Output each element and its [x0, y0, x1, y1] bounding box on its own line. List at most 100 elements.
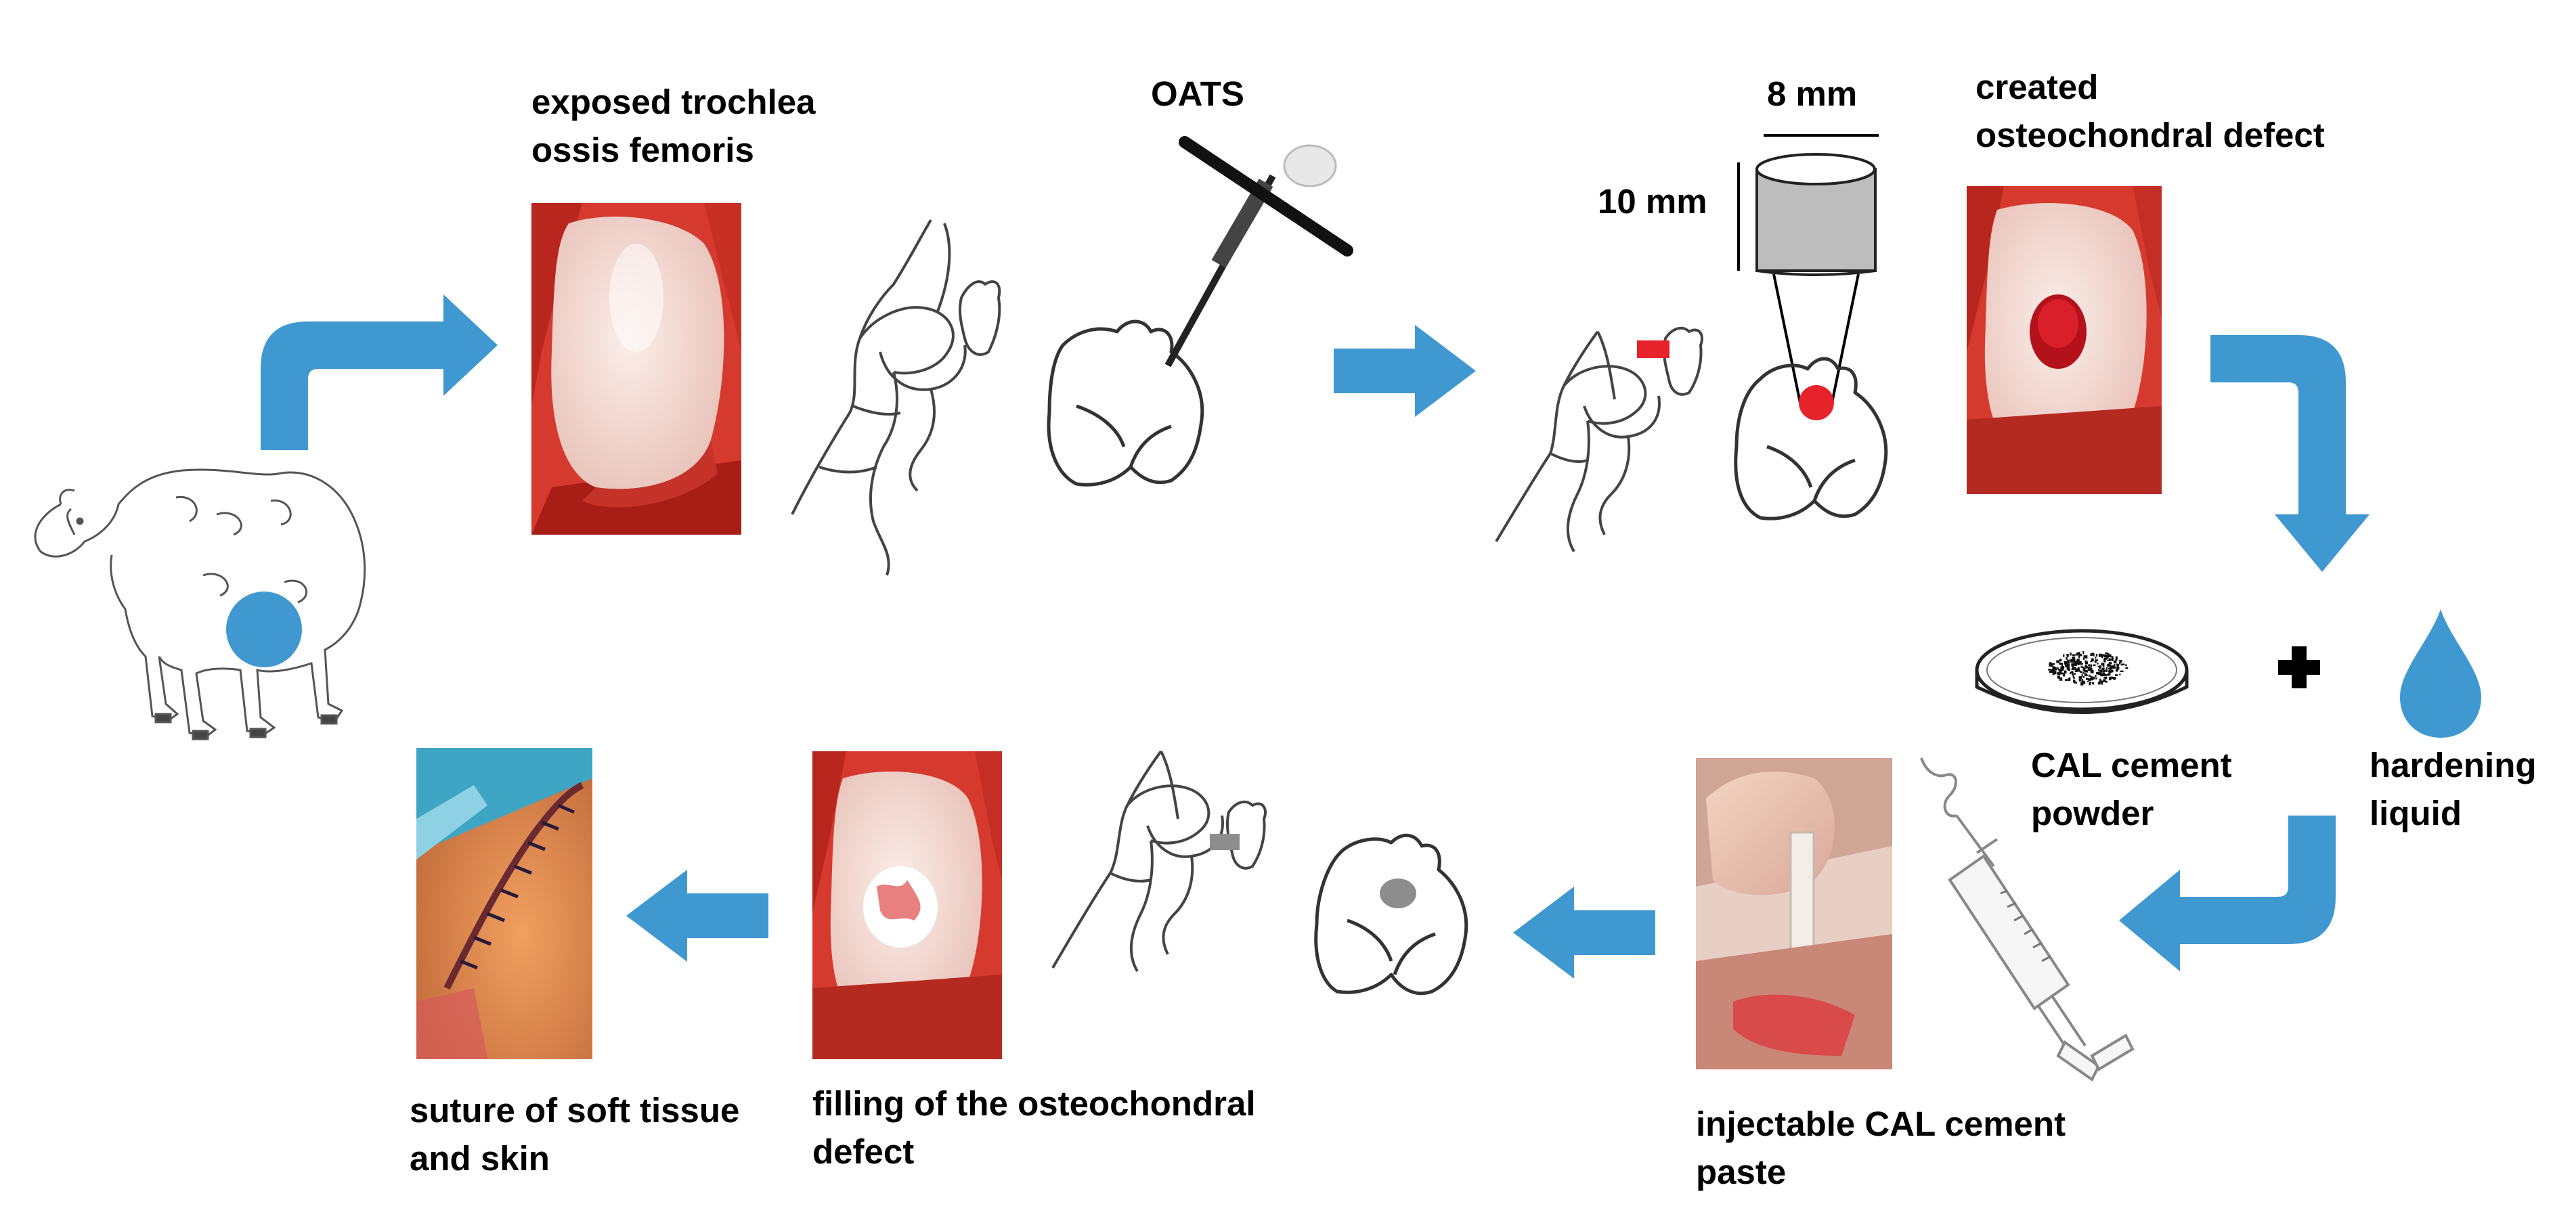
powder-grain	[2084, 655, 2088, 659]
powder-grain	[2098, 682, 2101, 685]
powder-grain	[2090, 669, 2094, 673]
powder-grain	[2049, 665, 2053, 667]
powder-grain	[2089, 666, 2091, 669]
label-oats: OATS	[1151, 74, 1244, 113]
powder-grain	[2101, 667, 2105, 671]
powder-grain	[2066, 657, 2068, 660]
powder-grain	[2052, 666, 2055, 669]
powder-grain	[2088, 674, 2091, 677]
powder-grain	[2070, 659, 2072, 663]
powder-grain	[2091, 664, 2093, 668]
powder-grain	[2108, 663, 2111, 667]
powder-grain	[2063, 654, 2065, 657]
photo-filling-defect	[812, 751, 1002, 1059]
powder-grain	[2072, 657, 2076, 660]
powder-grain	[2099, 678, 2101, 682]
femur-front-outline	[1047, 319, 1204, 487]
powder-grain	[2110, 659, 2112, 661]
photo-suture	[416, 748, 592, 1059]
arrow-filling-to-suture	[626, 870, 768, 962]
powder-grain	[2064, 670, 2067, 674]
powder-grain	[2057, 667, 2059, 669]
powder-grain	[2066, 666, 2070, 669]
label-dim-depth: 10 mm	[1598, 182, 1707, 221]
powder-grain	[2111, 656, 2114, 659]
sheep-icon	[34, 468, 366, 740]
arrow-cement-to-paste	[2119, 816, 2336, 971]
powder-grain	[2063, 673, 2066, 677]
powder-grain	[2070, 659, 2074, 661]
powder-grain	[2058, 669, 2062, 672]
powder-grain	[2066, 654, 2068, 656]
knee-sketch-lateral-filled	[1051, 750, 1267, 973]
powder-grain	[2084, 670, 2088, 673]
label-injectable-paste: injectable CAL cement paste	[1696, 1105, 2066, 1191]
powder-grain	[2124, 664, 2127, 666]
powder-grain	[2103, 669, 2105, 673]
powder-grain	[2095, 677, 2097, 680]
powder-grain	[2111, 658, 2114, 661]
arrow-defect-to-cement	[2210, 335, 2370, 572]
knee-sketch-lateral	[791, 219, 1001, 576]
powder-grain	[2080, 665, 2083, 668]
powder-grain	[2106, 655, 2109, 659]
powder-grain	[2108, 669, 2111, 673]
photo-created-defect	[1967, 186, 2162, 494]
surgery-site-marker	[226, 592, 302, 667]
powder-grain	[2077, 668, 2079, 672]
powder-grain	[2070, 671, 2073, 673]
powder-grain	[2081, 679, 2084, 682]
arrow-sheep-to-exposure	[261, 294, 498, 450]
powder-grain	[2101, 663, 2105, 666]
powder-grain	[2103, 654, 2107, 657]
powder-grain	[2071, 668, 2074, 671]
powder-grain	[2091, 652, 2094, 654]
powder-grain	[2085, 665, 2088, 668]
powder-grain	[2105, 680, 2108, 683]
powder-grain	[2068, 677, 2071, 681]
powder-grain	[2071, 671, 2074, 673]
powder-grain	[2115, 669, 2118, 672]
powder-grain	[2070, 652, 2072, 656]
powder-grain	[2059, 662, 2061, 665]
powder-grain	[2101, 681, 2103, 685]
powder-grain	[2082, 657, 2084, 661]
powder-grain	[2105, 667, 2108, 669]
powder-grain	[2100, 680, 2103, 683]
powder-grain	[2090, 661, 2092, 663]
powder-grain	[2103, 657, 2107, 660]
powder-grain	[2064, 661, 2066, 665]
powder-grain	[2078, 679, 2082, 682]
powder-grain	[2076, 662, 2078, 665]
defect-marker-red-side	[1637, 340, 1669, 358]
powder-grain	[2076, 652, 2080, 654]
powder-grain	[2105, 652, 2108, 654]
powder-grain	[2079, 671, 2082, 673]
powder-grain	[2051, 669, 2054, 672]
powder-grain	[2087, 667, 2091, 671]
powder-grain	[2120, 670, 2124, 672]
powder-grain	[2049, 670, 2053, 672]
powder-grain	[2090, 653, 2093, 657]
femur-front-outline-defect	[1734, 357, 1888, 520]
powder-grain	[2053, 667, 2057, 670]
powder-grain	[2059, 659, 2062, 662]
powder-grain	[2093, 653, 2095, 657]
powder-grain	[2071, 671, 2074, 675]
powder-grain	[2090, 676, 2093, 678]
label-filling-defect: filling of the osteochondral defect	[812, 1084, 1256, 1171]
powder-grain	[2105, 674, 2109, 676]
powder-grain	[2103, 659, 2106, 662]
label-hardening-liquid: hardening liquid	[2370, 746, 2537, 832]
powder-grain	[2093, 664, 2096, 667]
photo-injectable-paste	[1696, 758, 1892, 1069]
powder-grain	[2055, 668, 2058, 671]
powder-grain	[2056, 660, 2059, 663]
powder-grain	[2113, 677, 2116, 680]
powder-grain	[2099, 653, 2102, 657]
powder-grain	[2078, 676, 2082, 680]
powder-grain	[2087, 680, 2089, 682]
powder-grain	[2097, 671, 2101, 675]
powder-grain	[2085, 665, 2087, 667]
powder-grain	[2089, 682, 2091, 686]
